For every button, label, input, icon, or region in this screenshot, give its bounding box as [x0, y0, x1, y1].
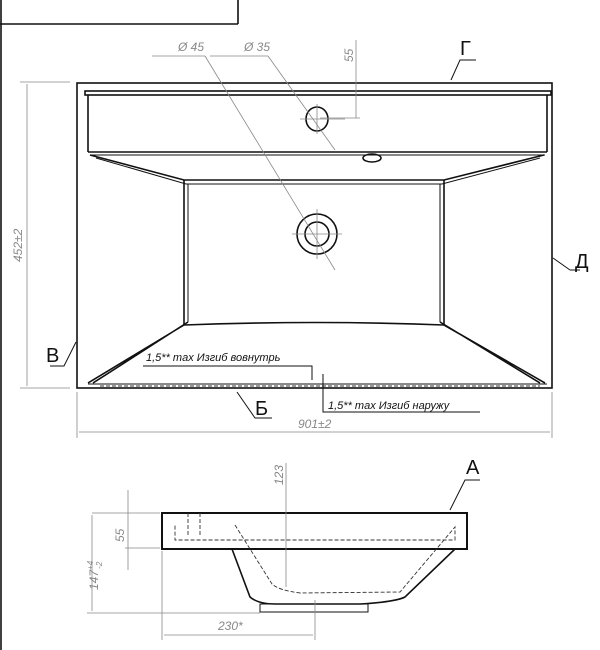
- view-label-d: Д: [575, 251, 589, 273]
- overflow-hole: [362, 153, 382, 163]
- tap-diameter-dim: Ø 35: [243, 40, 270, 54]
- drain-offset-dim: 230*: [217, 619, 243, 633]
- title-block-frame: [0, 0, 239, 650]
- top-view: [20, 40, 580, 438]
- tap-offset-dim: 55: [342, 48, 356, 62]
- side-view: [87, 463, 480, 640]
- drain-diameter-dim: Ø 45: [177, 40, 204, 54]
- bowl-depth-dim: 123: [272, 465, 286, 485]
- note-bend-inward: 1,5** max Изгиб вовнутрь: [146, 352, 281, 364]
- view-label-b: Б: [255, 398, 268, 420]
- view-label-v: В: [46, 345, 59, 367]
- width-dim: 901±2: [298, 417, 332, 431]
- note-bend-outward: 1,5** max Изгиб наружу: [328, 400, 451, 412]
- view-label-a: А: [466, 457, 480, 479]
- total-height-dim: 147+4-2: [86, 560, 104, 590]
- rim-height-dim: 55: [113, 528, 127, 542]
- depth-dim: 452±2: [11, 228, 25, 262]
- view-label-g: Г: [460, 38, 471, 60]
